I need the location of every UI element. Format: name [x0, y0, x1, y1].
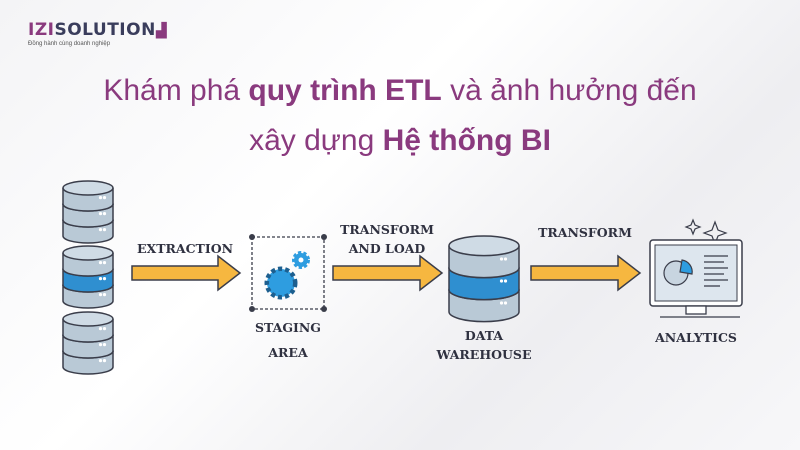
- analytics-label: ANALYTICS: [654, 330, 737, 345]
- database-segment: [62, 180, 114, 212]
- warehouse-label-2: WAREHOUSE: [435, 347, 531, 362]
- staging-label-1: STAGING: [255, 320, 321, 335]
- transform-load-label-1: TRANSFORM: [340, 222, 434, 237]
- transform-load-label-2: AND LOAD: [348, 241, 426, 256]
- database-segment: [448, 235, 520, 279]
- database-segment: [62, 311, 114, 343]
- database-segment: [62, 245, 114, 277]
- extraction-arrow-icon: [131, 254, 242, 292]
- extraction-label: EXTRACTION: [137, 241, 233, 256]
- staging-area-icon: [249, 234, 327, 312]
- page-title-line1: Khám phá quy trình ETL và ảnh hưởng đến: [103, 74, 697, 107]
- transform-label: TRANSFORM: [538, 225, 632, 240]
- warehouse-label-1: DATA: [465, 328, 503, 343]
- page-title-line2: xây dựng Hệ thống BI: [249, 124, 551, 157]
- logo-brand: IZISOLUTION▟: [28, 20, 168, 40]
- transform-arrow-icon: [530, 254, 642, 292]
- data-warehouse-icon: [448, 235, 520, 323]
- logo-mark-icon: ▟: [155, 23, 168, 39]
- logo: IZISOLUTION▟ Đồng hành cùng doanh nghiệp: [28, 20, 167, 47]
- staging-label-2: AREA: [267, 345, 308, 360]
- logo-tagline: Đồng hành cùng doanh nghiệp: [28, 41, 111, 47]
- source-databases-icon: [62, 180, 114, 375]
- analytics-monitor-icon: [649, 218, 743, 318]
- transform-load-arrow-icon: [332, 254, 444, 292]
